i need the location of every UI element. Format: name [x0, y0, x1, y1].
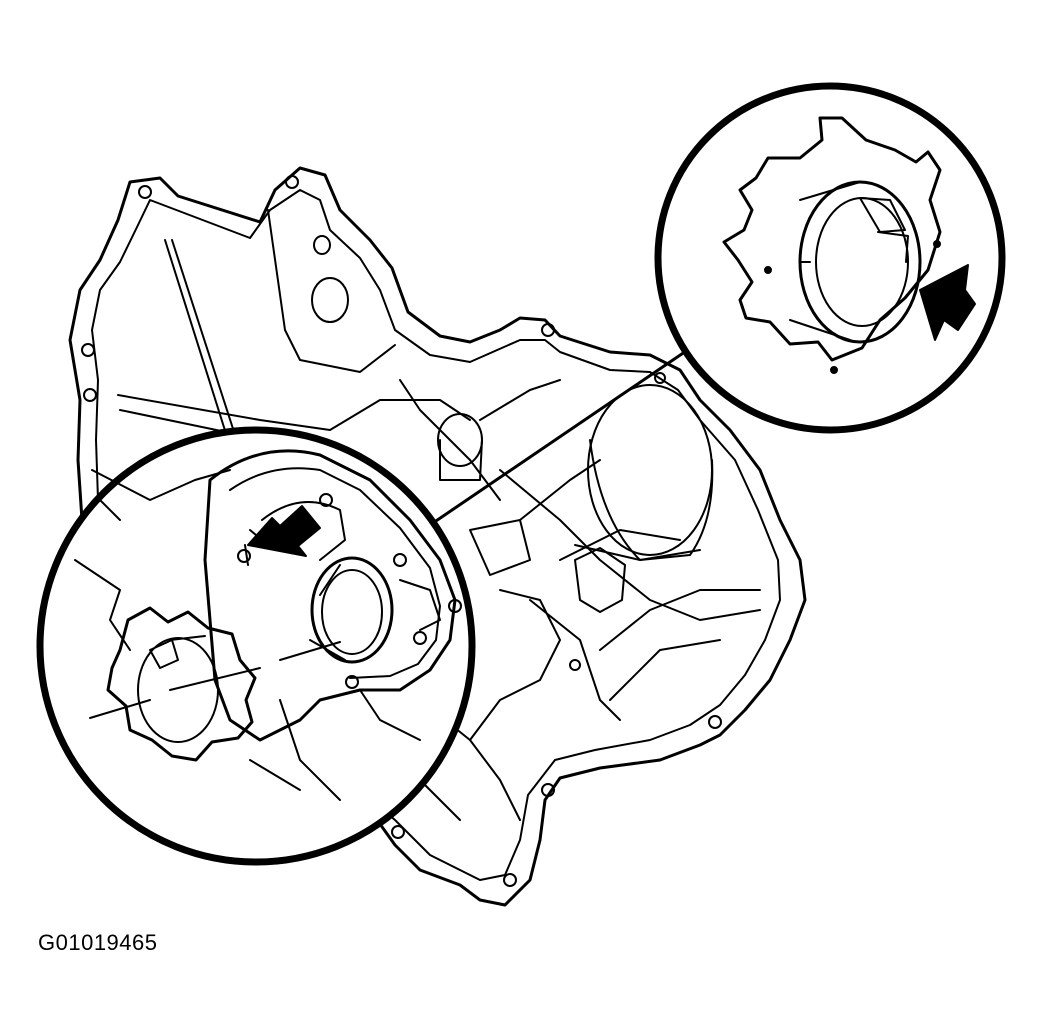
gear-alignment-axis — [89, 641, 341, 719]
lower-bracket — [574, 547, 626, 613]
lower-callout-ring — [36, 426, 476, 866]
upper-boss — [267, 209, 396, 373]
alignment-mark-arrow-icon — [919, 264, 976, 341]
center-boss — [437, 413, 531, 576]
detail-leader-line — [428, 343, 697, 527]
pump-pocket-edge — [469, 589, 561, 741]
flange-bolt-holes — [81, 175, 722, 887]
figure-code-label: G01019465 — [38, 930, 158, 955]
oil-pump-inner-gear-icon — [106, 606, 257, 762]
oil-pump-housing — [203, 449, 457, 742]
upper-callout-ring — [654, 82, 1006, 434]
cover-rod — [164, 239, 237, 441]
upper-detail-callout — [654, 82, 1006, 434]
oil-pump-bore — [310, 556, 394, 664]
oil-pump-outer-gear-icon — [722, 116, 942, 374]
lower-detail-callout — [36, 426, 476, 866]
alignment-mark-arrow-icon — [247, 505, 321, 557]
